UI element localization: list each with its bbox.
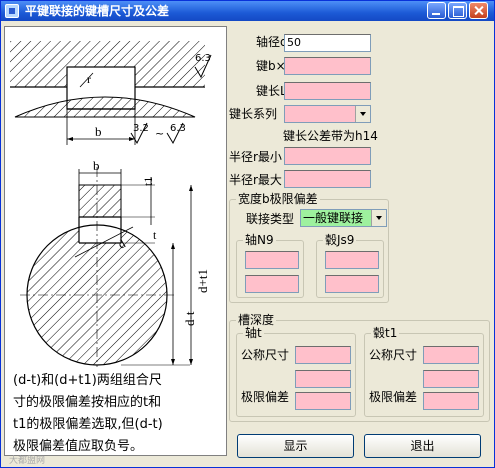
key-length-series-select[interactable] — [284, 105, 371, 123]
key-bh-output — [284, 57, 371, 75]
maximize-button[interactable] — [448, 2, 467, 19]
diagram-panel: r b 6.3 3.2 ~ 6.3 — [4, 26, 227, 456]
d-minus-t-label: d-t — [182, 311, 197, 326]
shaft-n9-upper — [245, 251, 299, 269]
roughness-2: 3.2 — [133, 123, 149, 134]
hub-js9-group: 毂Js9 — [316, 233, 384, 298]
roughness-symbols: 6.3 3.2 ~ 6.3 — [130, 53, 212, 145]
hub-js9-upper — [325, 251, 379, 269]
hub-nominal-label: 公称尺寸 — [369, 348, 418, 362]
shaft-limit-label: 极限偏差 — [241, 390, 290, 404]
keyway-diagram: r b 6.3 3.2 ~ 6.3 — [10, 41, 212, 367]
hub-nominal-output — [423, 346, 479, 364]
d-plus-t1-label: d+t1 — [195, 269, 210, 293]
key-bh-label: 键b×h — [256, 59, 294, 73]
radius-max-output — [284, 170, 371, 188]
note-line: t1的极限偏差选取,但(d-t) — [13, 417, 163, 432]
exit-button[interactable]: 退出 — [364, 434, 481, 458]
shaft-n9-group: 轴N9 — [236, 233, 304, 298]
shaft-n9-title: 轴N9 — [243, 233, 276, 247]
shaft-limit-lower — [295, 392, 351, 410]
t-label: t — [153, 228, 157, 242]
hub-depth-title: 毂t1 — [371, 326, 400, 340]
minimize-button[interactable] — [427, 2, 446, 19]
shaft-depth-title: 轴t — [243, 326, 264, 340]
depth-group: 槽深度 轴t 公称尺寸 极限偏差 毂t1 公称尺寸 极限偏差 — [229, 313, 490, 422]
shaft-nominal-label: 公称尺寸 — [241, 348, 290, 362]
roughness-3: 6.3 — [170, 123, 186, 134]
note-text: (d-t)和(d+t1)两组组合尺 寸的极限偏差按相应的t和 t1的极限偏差选取… — [13, 370, 225, 458]
radius-label-top: r — [87, 72, 91, 86]
radius-min-output — [284, 147, 371, 165]
app-icon — [5, 4, 19, 18]
hub-section: r b — [10, 41, 205, 145]
hub-depth-group: 毂t1 公称尺寸 极限偏差 — [364, 326, 484, 417]
radius-max-label: 半径r最大 — [229, 173, 282, 187]
chevron-down-icon[interactable] — [355, 106, 370, 122]
hub-limit-label: 极限偏差 — [369, 390, 418, 404]
close-button[interactable] — [469, 2, 488, 19]
note-line: 寸的极限偏差按相应的t和 — [13, 395, 162, 410]
hub-js9-title: 毂Js9 — [323, 233, 357, 247]
hub-limit-upper — [423, 370, 479, 388]
width-label-top: b — [95, 124, 102, 139]
connection-type-label: 联接类型 — [246, 212, 295, 226]
shaft-section: b t1 t d d-t d+t1 — [20, 158, 210, 367]
key-length-series-label: 键长系列 — [229, 107, 278, 121]
connection-type-select[interactable]: 一般键联接 — [300, 209, 387, 227]
tolerance-note: 键长公差带为h14 — [283, 129, 378, 143]
roughness-1: 6.3 — [195, 53, 211, 64]
depth-group-title: 槽深度 — [236, 313, 277, 327]
shaft-limit-upper — [295, 370, 351, 388]
shaft-nominal-output — [295, 346, 351, 364]
show-button[interactable]: 显示 — [237, 434, 354, 458]
svg-text:~: ~ — [155, 127, 164, 140]
width-label-mid: b — [93, 158, 100, 173]
note-line: (d-t)和(d+t1)两组组合尺 — [13, 373, 162, 388]
watermark-text: 大都盟网 — [9, 456, 46, 466]
width-tolerance-group: 宽度b极限偏差 联接类型 一般键联接 轴N9 毂Js9 — [229, 192, 389, 303]
hub-limit-lower — [423, 392, 479, 410]
shaft-depth-group: 轴t 公称尺寸 极限偏差 — [236, 326, 356, 417]
shaft-diameter-input[interactable]: 50 — [284, 34, 371, 52]
shaft-n9-lower — [245, 275, 299, 293]
hub-js9-lower — [325, 275, 379, 293]
t1-label: t1 — [141, 177, 155, 186]
width-tolerance-title: 宽度b极限偏差 — [236, 192, 320, 206]
title-bar[interactable]: 平键联接的键槽尺寸及公差 — [1, 1, 494, 21]
window-title: 平键联接的键槽尺寸及公差 — [25, 4, 170, 18]
key-length-output — [284, 82, 371, 100]
radius-min-label: 半径r最小 — [229, 150, 282, 164]
chevron-down-icon[interactable] — [371, 210, 386, 226]
note-line: 极限偏差值应取负号。 — [13, 439, 144, 454]
